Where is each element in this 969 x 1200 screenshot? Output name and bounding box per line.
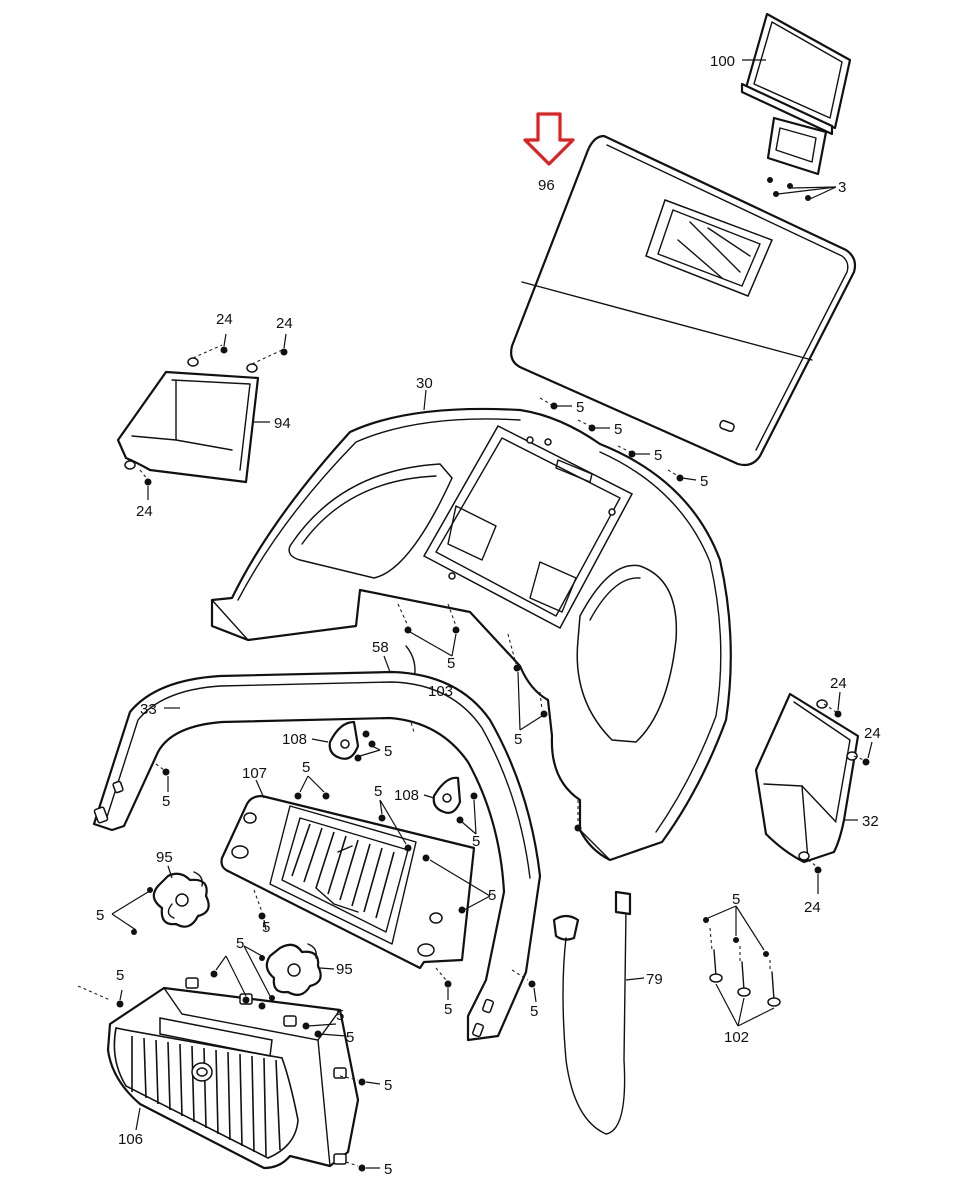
screws-part-3 [767,177,837,201]
part-102-bolts [703,905,781,1027]
part-33-handlebar [92,670,542,1042]
part-96-console-cover [510,134,857,467]
callout-24-c: 24 [136,503,153,520]
callout-5-p: 5 [116,967,124,984]
callout-5-n: 5 [262,919,270,936]
callout-5-u: 5 [384,1077,392,1094]
callout-108-b: 108 [394,787,419,804]
highlight-arrow [523,112,575,166]
part-79-wire [552,890,645,1135]
screws-console-top [539,397,697,482]
part-94-left-cup-holder [116,333,288,500]
screws-base-lower [397,603,582,832]
callout-5-a: 5 [576,399,584,416]
callout-3: 3 [838,179,846,196]
callout-5-f: 5 [514,731,522,748]
callout-5-d: 5 [700,473,708,490]
callout-24-f: 24 [804,899,821,916]
callout-5-v: 5 [732,891,740,908]
callout-24-b: 24 [276,315,293,332]
part-108-clamp-left [311,720,381,762]
callout-94: 94 [274,415,291,432]
callout-58: 58 [372,639,389,656]
callout-30: 30 [416,375,433,392]
callout-5-g: 5 [384,743,392,760]
callout-95-b: 95 [336,961,353,978]
callout-108-a: 108 [282,731,307,748]
callout-103: 103 [428,683,453,700]
callout-5-k: 5 [472,833,480,850]
callout-79: 79 [646,971,663,988]
callout-32: 32 [862,813,879,830]
callout-5-r: 5 [530,1003,538,1020]
part-108-clamp-right [423,776,478,835]
callout-5-m: 5 [488,887,496,904]
callout-33: 33 [140,701,157,718]
callout-5-o: 5 [236,935,244,952]
callout-5-h: 5 [302,759,310,776]
callout-102: 102 [724,1029,749,1046]
callout-95-a: 95 [156,849,173,866]
callout-5-l: 5 [96,907,104,924]
callout-100: 100 [710,53,735,70]
callout-24-d: 24 [830,675,847,692]
callout-106: 106 [118,1131,143,1148]
callout-5-s: 5 [336,1007,344,1024]
callout-107: 107 [242,765,267,782]
part-107-fan-housing [220,775,491,1000]
callout-labels: 100 96 3 24 24 94 24 30 5 5 5 5 5 58 103… [96,53,881,1178]
callout-24-a: 24 [216,311,233,328]
callout-5-i: 5 [374,783,382,800]
callout-5-j: 5 [162,793,170,810]
part-30-console-base [210,389,732,862]
callout-96: 96 [538,177,555,194]
part-106-grille-housing [77,955,381,1172]
callout-5-b: 5 [614,421,622,438]
part-32-right-cup-holder [754,691,873,894]
callout-5-q: 5 [444,1001,452,1018]
part-95-fan-left [111,865,210,935]
callout-5-c: 5 [654,447,662,464]
callout-5-w: 5 [384,1161,392,1178]
callout-24-e: 24 [864,725,881,742]
part-100-tablet-holder [740,12,852,176]
callout-5-e: 5 [447,655,455,672]
part-95-fan-right [243,943,335,1001]
callout-5-t: 5 [346,1029,354,1046]
